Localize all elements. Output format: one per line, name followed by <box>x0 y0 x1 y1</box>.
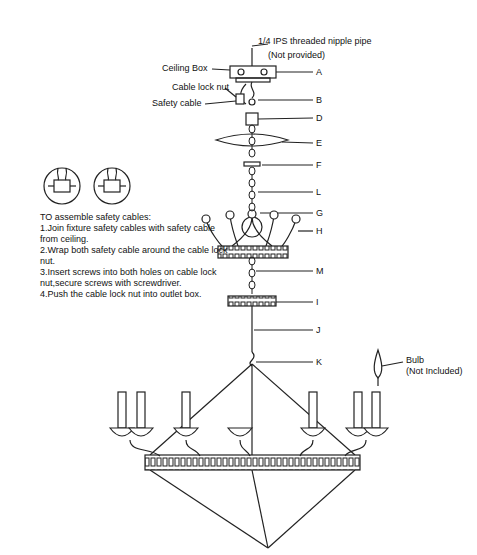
instruction-text: 3.Insert screws into both holes on cable… <box>40 267 230 289</box>
callout-letter: D <box>316 113 323 124</box>
callout-letter: L <box>316 187 321 198</box>
instruction-text: 4.Push the cable lock nut into outlet bo… <box>40 289 230 300</box>
part-label: Cable lock nut <box>172 82 229 93</box>
instruction-text: 2.Wrap both safety cable around the cabl… <box>40 245 230 267</box>
part-label: Ceiling Box <box>162 63 208 74</box>
part-label: (Not provided) <box>268 50 325 61</box>
part-label: (Not Included) <box>406 366 463 377</box>
callout-letter: B <box>316 95 322 106</box>
callout-letter: F <box>316 160 322 171</box>
callout-letter: G <box>316 208 323 219</box>
part-label: Bulb <box>406 355 424 366</box>
instruction-text: 1.Join fixture safety cables with safety… <box>40 223 230 245</box>
callout-letter: I <box>316 297 319 308</box>
part-label: 1/4 IPS threaded nipple pipe <box>258 36 372 47</box>
callout-letter: E <box>316 138 322 149</box>
part-label: Safety cable <box>152 98 202 109</box>
callout-letter: M <box>316 266 324 277</box>
callout-letter: J <box>316 325 321 336</box>
instruction-text: TO assemble safety cables: <box>40 212 230 223</box>
callout-letter: H <box>316 226 323 237</box>
callout-letter: A <box>316 67 322 78</box>
callout-letter: K <box>316 357 322 368</box>
